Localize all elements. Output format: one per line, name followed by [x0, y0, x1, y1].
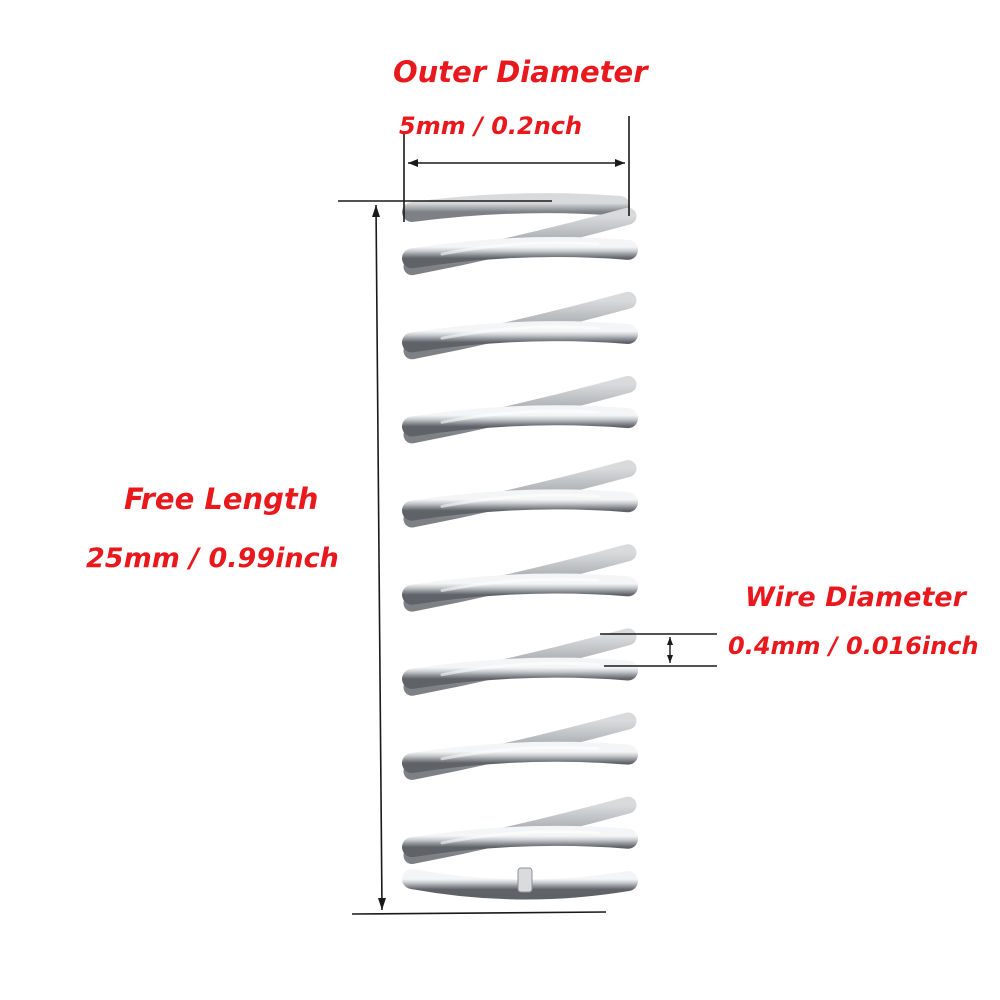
spring-wire-end: [517, 867, 533, 893]
free-length-dimension: [338, 200, 607, 915]
outer-diameter-value: 5mm / 0.2nch: [399, 112, 583, 140]
wd-arrow-top: [667, 637, 673, 645]
od-arrow-left: [408, 159, 418, 167]
spring-end-coil-top: [402, 193, 630, 222]
spring-coil-front: [402, 321, 638, 353]
spring-coil-front: [402, 657, 638, 689]
spring-coil-fronts: [402, 237, 638, 900]
spring-coil-front: [402, 825, 638, 858]
spring-coil-highlight: [440, 493, 600, 508]
spring-coil-front: [402, 489, 638, 521]
outer-diameter-dimension: [403, 116, 630, 222]
spring-coil-highlight: [440, 325, 600, 340]
wire-diameter-value: 0.4mm / 0.016inch: [728, 632, 979, 660]
wd-arrow-bottom: [667, 655, 673, 663]
spring-coil-front: [402, 741, 638, 774]
wire-diameter-title: Wire Diameter: [745, 582, 966, 613]
wire-diameter-dimension: [600, 633, 717, 667]
od-arrow-right: [615, 159, 625, 167]
spring-coil-front: [402, 405, 638, 437]
spring-coil-highlight: [440, 830, 600, 845]
fl-arrow-bottom: [378, 898, 386, 910]
spring-coil-highlight: [440, 409, 600, 424]
spring-coil-front: [402, 573, 638, 605]
spring-coil-highlight: [440, 577, 600, 593]
free-length-title: Free Length: [124, 482, 319, 516]
fl-dimension-line: [375, 204, 383, 911]
outer-diameter-title: Outer Diameter: [393, 55, 648, 89]
fl-arrow-top: [372, 205, 380, 217]
spring-coil-highlight: [440, 661, 600, 677]
fl-extension-bottom: [351, 911, 607, 915]
free-length-value: 25mm / 0.99inch: [86, 543, 339, 574]
spring-coil-front: [402, 237, 638, 269]
spring-coil-highlight: [440, 241, 600, 256]
spring-coil-highlight: [440, 745, 600, 761]
